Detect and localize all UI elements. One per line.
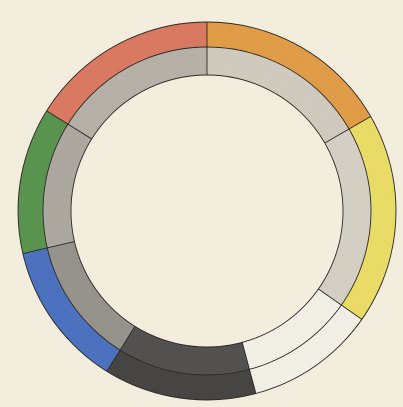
segment-blue-outer xyxy=(22,247,121,372)
divider-line xyxy=(318,288,363,320)
divider-line xyxy=(106,326,136,372)
divider-line xyxy=(241,342,257,394)
segment-green-outer xyxy=(18,110,68,254)
segment-blue-inner xyxy=(47,241,135,351)
segment-yellow-outer xyxy=(341,116,396,320)
wheel-segments xyxy=(18,22,396,400)
divider-line xyxy=(324,116,371,144)
segment-red-outer xyxy=(46,22,208,125)
segment-black-inner xyxy=(120,326,250,375)
segment-white-outer xyxy=(249,305,362,394)
segment-red-inner xyxy=(67,47,208,139)
divider-line xyxy=(22,241,75,254)
inner-circle xyxy=(70,74,344,348)
wheel-lines xyxy=(17,21,397,401)
segment-green-inner xyxy=(43,124,92,248)
divider-line xyxy=(46,110,92,140)
segment-white-inner xyxy=(242,289,342,370)
segment-yellow-inner xyxy=(318,129,372,306)
